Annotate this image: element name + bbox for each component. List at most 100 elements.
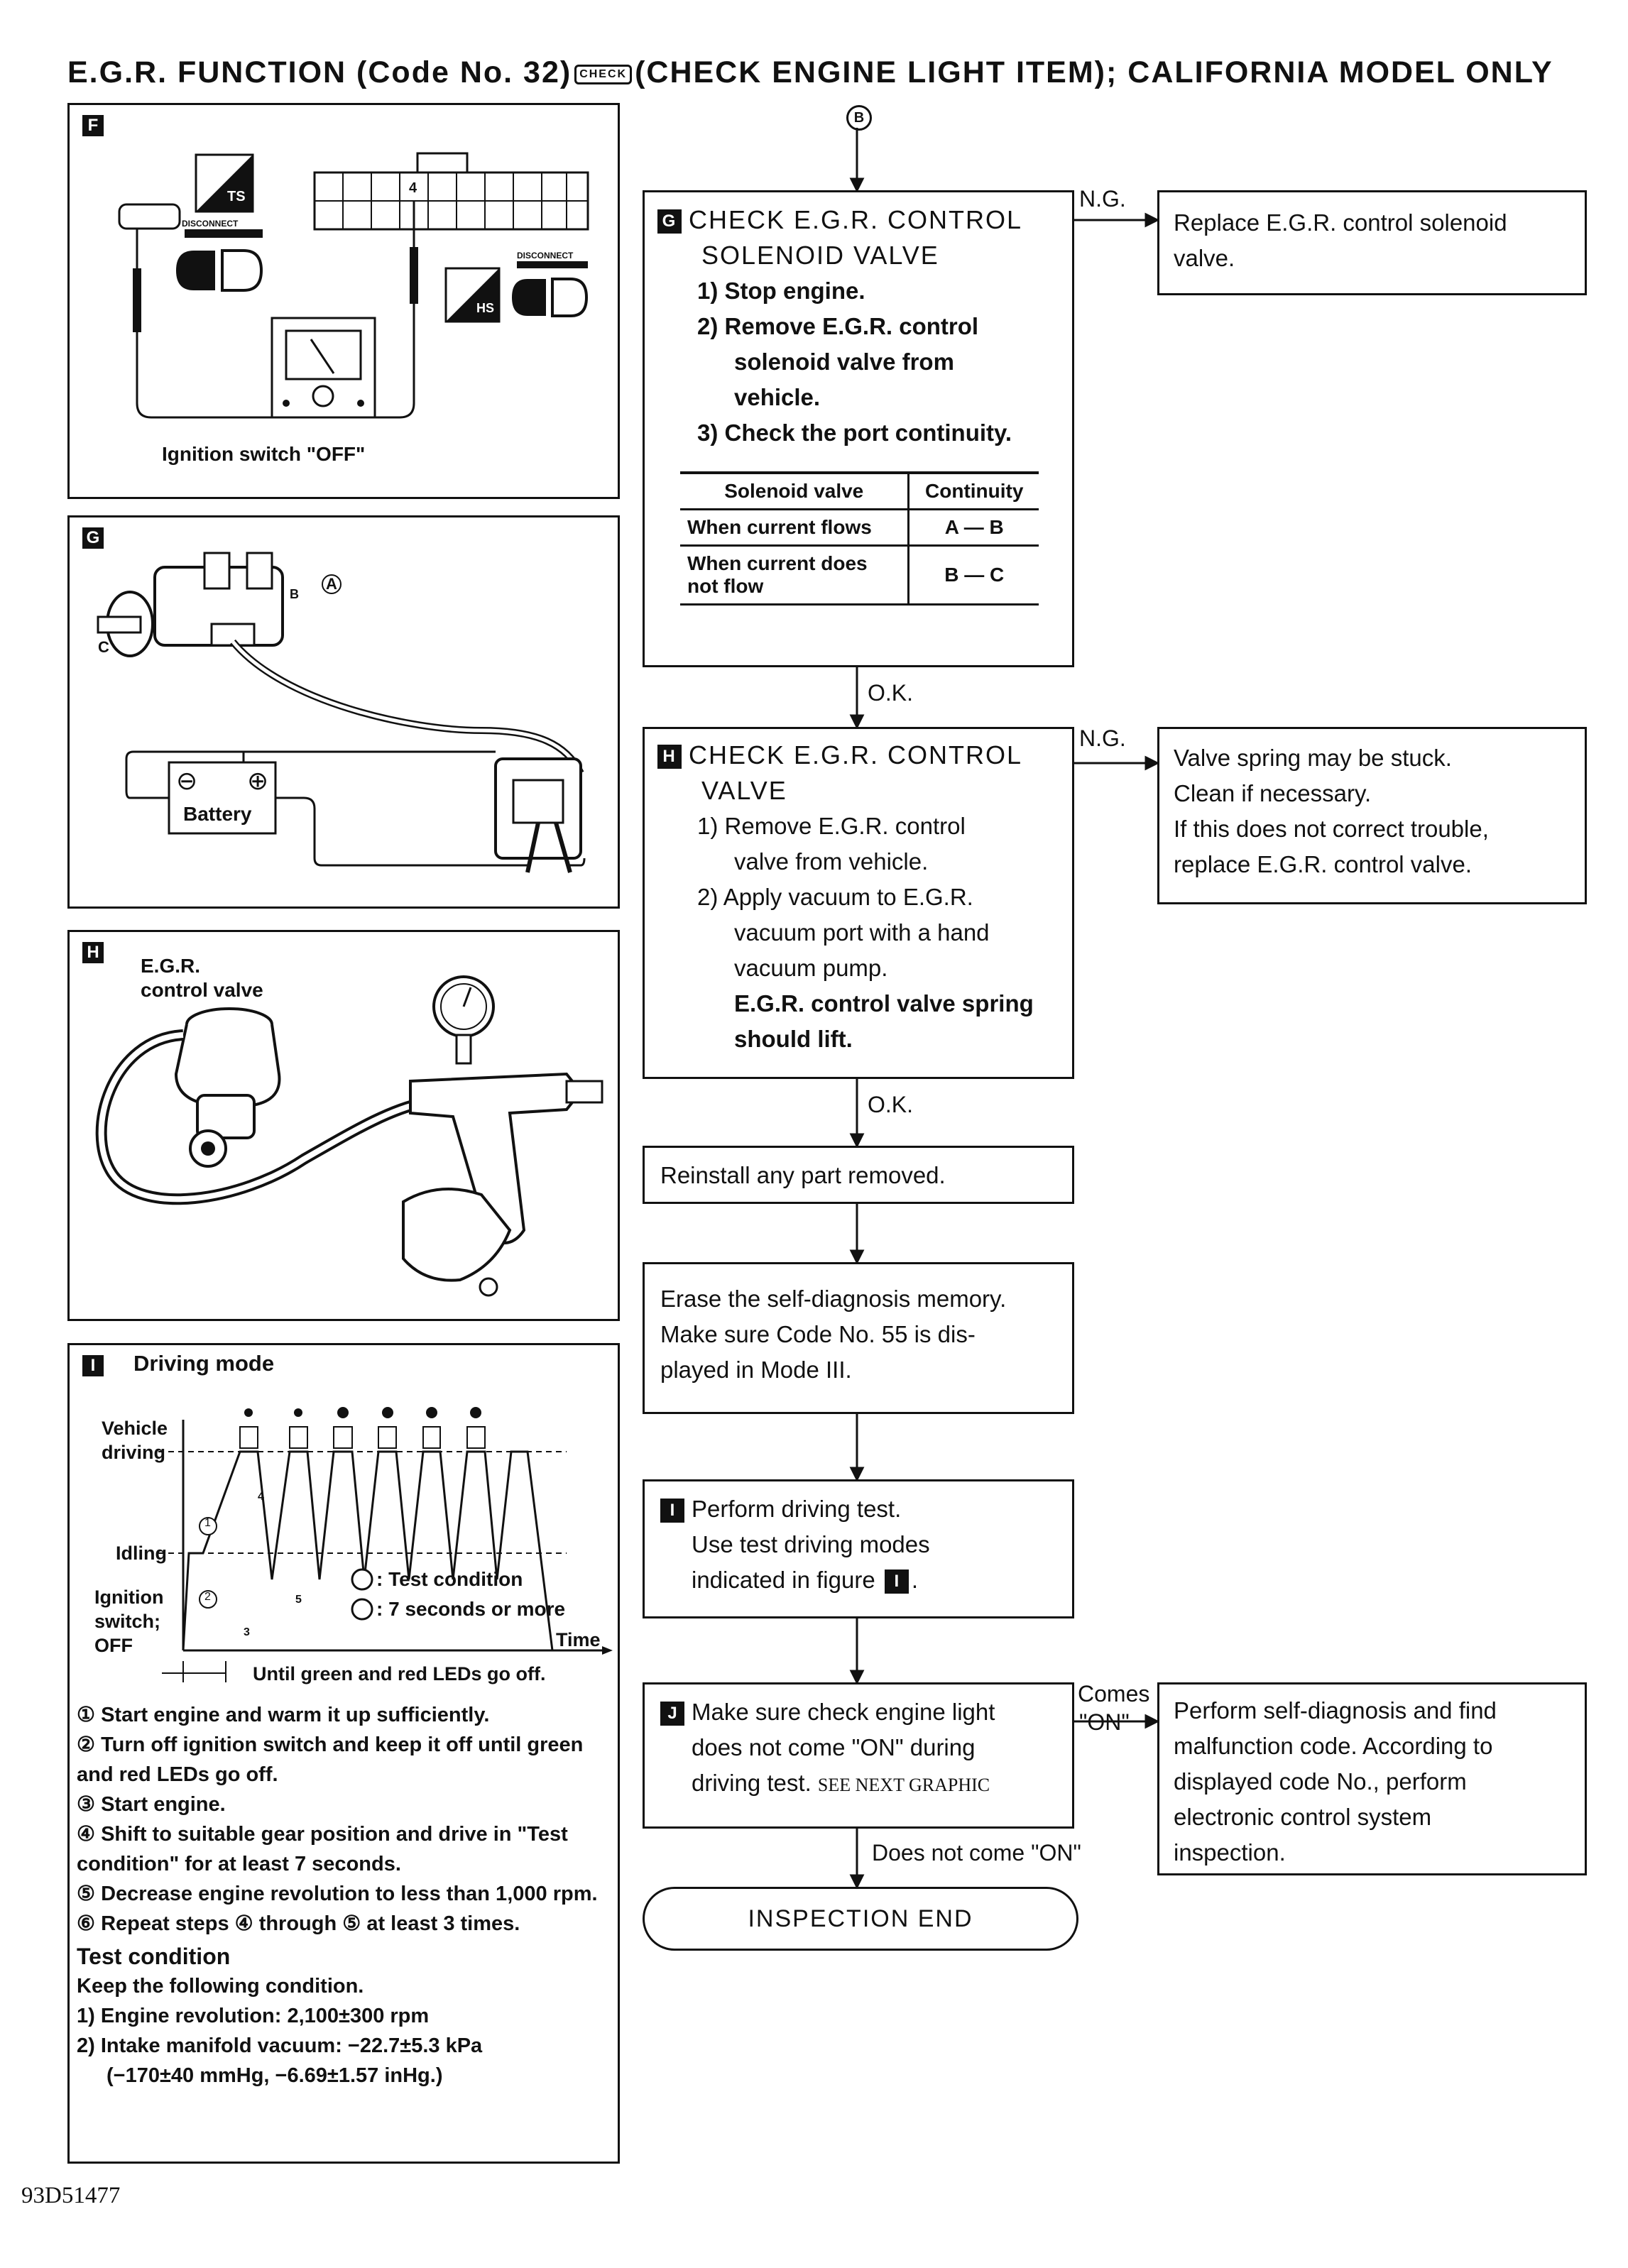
driving-mode-chart [158, 1407, 613, 1682]
driving-steps: ① Start engine and warm it up sufficient… [77, 1700, 608, 2091]
ylabel-ignition-2: switch; [94, 1611, 161, 1632]
step-i-l3: indicated in figure I. [692, 1567, 919, 1594]
erase-1: Erase the self-diagnosis memory. [660, 1286, 1007, 1312]
j-action-2: malfunction code. According to [1174, 1733, 1493, 1759]
h-ng-label: N.G. [1079, 725, 1126, 751]
step-2: ② Turn off ignition switch and keep it o… [77, 1733, 584, 1786]
g-ng-action-2: valve. [1174, 245, 1235, 271]
step-4: ④ Shift to suitable gear position and dr… [77, 1823, 568, 1875]
figure-f-caption: Ignition switch "OFF" [162, 443, 366, 465]
step-g-s3: 3) Check the port continuity. [697, 420, 1012, 446]
figure-g-diagram [97, 552, 586, 873]
marker-2: 2 [204, 1591, 211, 1603]
step-1: ① Start engine and warm it up sufficient… [77, 1704, 490, 1726]
reinstall-text: Reinstall any part removed. [660, 1162, 946, 1188]
j-action-4: electronic control system [1174, 1804, 1432, 1830]
figure-f-diagram [118, 152, 589, 419]
h-ng-action-box: Valve spring may be stuck. Clean if nece… [1157, 727, 1587, 904]
comes-label-1: Comes [1078, 1681, 1150, 1707]
self-diagnosis-box: Perform self-diagnosis and find malfunct… [1157, 1682, 1587, 1875]
test-condition-heading: Test condition [77, 1944, 231, 1969]
title-left: E.G.R. FUNCTION (Code No. 32) [67, 55, 572, 89]
egr-label-1: E.G.R. [141, 955, 201, 977]
step-h-s2d: E.G.R. control valve spring [734, 990, 1034, 1017]
step-h-s2c: vacuum pump. [734, 955, 888, 981]
step-g-s2b: solenoid valve from [734, 349, 954, 375]
test-condition-intro: Keep the following condition. [77, 1975, 364, 1998]
h-ok-label: O.K. [868, 1092, 914, 1117]
step-h-s2b: vacuum port with a hand [734, 919, 990, 946]
j-action-1: Perform self-diagnosis and find [1174, 1697, 1497, 1724]
figure-g-tag: G [82, 527, 104, 549]
test-condition-3: (−170±40 mmHg, −6.69±1.57 inHg.) [106, 2064, 443, 2087]
h-ng-4: replace E.G.R. control valve. [1174, 851, 1473, 877]
battery-label: Battery [183, 803, 252, 825]
ylabel-ignition-1: Ignition [94, 1587, 164, 1608]
step-3: ③ Start engine. [77, 1793, 226, 1816]
marker-3: 3 [244, 1626, 250, 1638]
battery-plus-icon: ⊕ [247, 766, 269, 795]
check-engine-icon: CHECK [574, 64, 633, 84]
test-condition-1: 1) Engine revolution: 2,100±300 rpm [77, 2005, 430, 2027]
erase-3: played in Mode III. [660, 1357, 852, 1383]
ts-label: TS [227, 189, 246, 204]
egr-label-2: control valve [141, 979, 263, 1001]
step-h-s2e: should lift. [734, 1026, 853, 1052]
hs-label: HS [476, 301, 495, 315]
g-ok-label: O.K. [868, 680, 914, 706]
step-g-s2a: 2) Remove E.G.R. control [697, 313, 979, 339]
step-j-l3: driving test. SEE NEXT GRAPHIC [692, 1770, 990, 1796]
erase-box: Erase the self-diagnosis memory. Make su… [643, 1262, 1074, 1414]
table-header-valve: Solenoid valve [680, 473, 909, 510]
connector-b-icon: B [846, 105, 872, 131]
ylabel-vehicle-1: Vehicle [102, 1418, 168, 1439]
h-ng-2: Clean if necessary. [1174, 780, 1372, 806]
until-label: Until green and red LEDs go off. [253, 1663, 546, 1684]
step-j-l2: does not come "ON" during [692, 1734, 976, 1760]
table-r1c2: A — B [907, 509, 1039, 547]
table-r2c2: B — C [907, 545, 1039, 606]
h-ng-3: If this does not correct trouble, [1174, 816, 1489, 842]
marker-1: 1 [204, 1517, 211, 1529]
figure-i-tag: I [82, 1355, 104, 1376]
port-c-label: C [98, 638, 109, 656]
step-h-s2a: 2) Apply vacuum to E.G.R. [697, 884, 973, 910]
comes-label-2: "ON" [1079, 1709, 1130, 1735]
step-h-s1b: valve from vehicle. [734, 848, 929, 875]
j-action-5: inspection. [1174, 1839, 1286, 1866]
step-5: ⑤ Decrease engine revolution to less tha… [77, 1883, 598, 1905]
erase-2: Make sure Code No. 55 is dis- [660, 1321, 976, 1347]
figure-f-tag: F [82, 115, 104, 136]
j-action-3: displayed code No., perform [1174, 1768, 1467, 1795]
step-h-title-2: VALVE [701, 776, 787, 805]
h-ng-1: Valve spring may be stuck. [1174, 745, 1452, 771]
continuity-table: Solenoid valve Continuity When current f… [680, 471, 1039, 606]
not-on-label: Does not come "ON" [872, 1840, 1081, 1866]
ylabel-ignition-3: OFF [94, 1635, 133, 1656]
g-ng-label: N.G. [1079, 186, 1126, 212]
step-h-s1a: 1) Remove E.G.R. control [697, 813, 966, 839]
marker-5: 5 [295, 1594, 302, 1606]
figure-g-panel: G A B C ⊖ ⊕ Battery [67, 515, 620, 909]
step-i-l2: Use test driving modes [692, 1531, 930, 1557]
g-ng-action-box: Replace E.G.R. control solenoid valve. [1157, 190, 1587, 295]
port-b-label: B [290, 587, 299, 601]
figure-h-panel: H E.G.R. control valve [67, 930, 620, 1321]
port-a-label: A [322, 574, 342, 594]
step-6: ⑥ Repeat steps ④ through ⑤ at least 3 ti… [77, 1912, 520, 1935]
figure-i-panel: I Driving mode Vehicle driving Idling Ig… [67, 1343, 620, 2164]
driving-mode-heading: Driving mode [133, 1351, 275, 1376]
ylabel-idling: Idling [116, 1543, 167, 1564]
battery-minus-icon: ⊖ [176, 766, 198, 795]
step-g-s2c: vehicle. [734, 384, 821, 410]
disconnect-label-1: DISCONNECT [182, 219, 239, 229]
table-header-continuity: Continuity [907, 473, 1039, 510]
step-g-s1: 1) Stop engine. [697, 278, 865, 304]
marker-4: 4 [258, 1491, 264, 1503]
